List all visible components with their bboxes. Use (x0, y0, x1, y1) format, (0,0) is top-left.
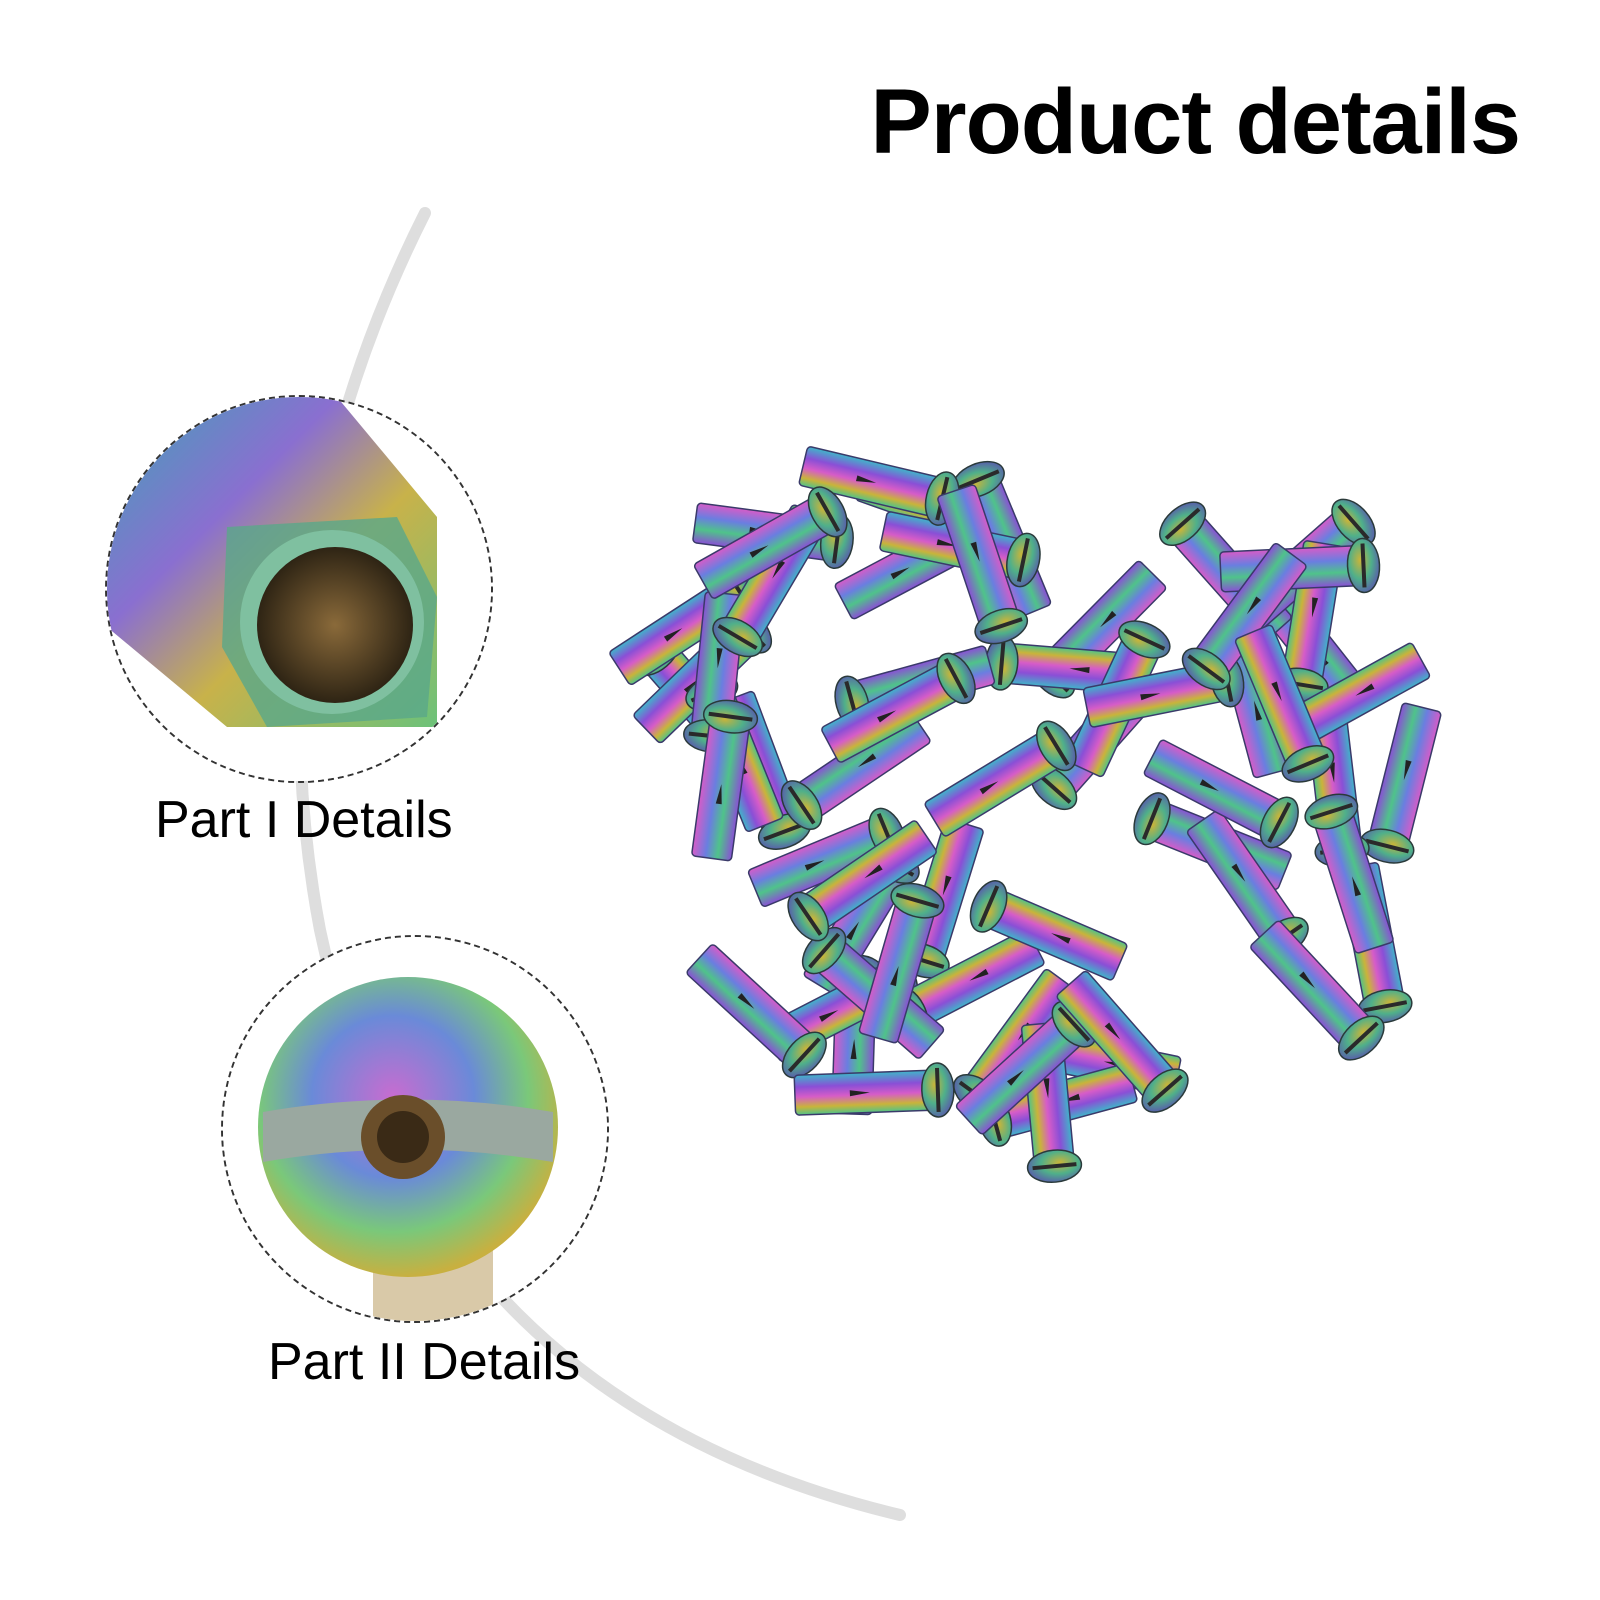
spoke-nipple (1181, 542, 1307, 691)
spoke-nipple (1143, 739, 1299, 849)
spoke-nipple (686, 944, 827, 1079)
spoke-nipple (858, 882, 945, 1044)
spoke-nipple (1250, 920, 1385, 1061)
spoke-nipple (924, 720, 1077, 837)
spoke-nipple (793, 1062, 955, 1118)
spoke-nipple (1360, 702, 1442, 864)
spoke-nipple (691, 699, 759, 862)
spoke-nipple (937, 484, 1029, 645)
spoke-nipple (1234, 624, 1335, 783)
part-1-closeup-image (105, 395, 493, 783)
page-title: Product details (870, 71, 1521, 173)
spoke-nipple (821, 652, 976, 763)
part-2-closeup-image (221, 935, 609, 1323)
spoke-nipple (693, 486, 848, 599)
spoke-nipple (969, 880, 1128, 981)
part-1-details-label: Part I Details (155, 791, 453, 849)
spoke-nipple (1304, 793, 1394, 954)
spoke-nipple (1056, 970, 1189, 1113)
part-2-details-label: Part II Details (268, 1333, 581, 1391)
spoke-nipple (787, 820, 937, 942)
